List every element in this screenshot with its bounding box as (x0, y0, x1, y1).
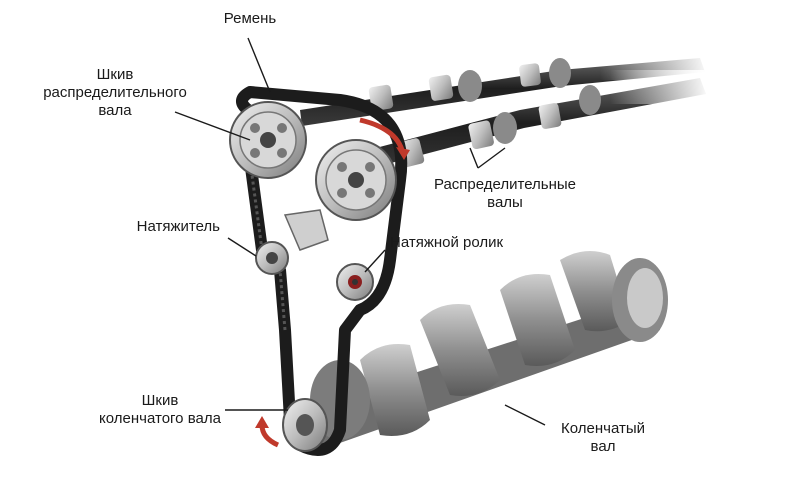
rotation-arrowhead-crankshaft (255, 416, 269, 428)
label-camshafts: Распределительные валы (433, 176, 577, 211)
idler-pulley (336, 263, 374, 301)
leader-idler (364, 249, 386, 273)
leader-crankshaft (504, 404, 546, 426)
rotation-arrow-camshaft (359, 117, 405, 151)
leader-camshafts (469, 147, 506, 169)
leader-lines (174, 37, 546, 426)
crankshaft-pulley (282, 398, 328, 452)
leader-belt (247, 37, 271, 93)
leader-cam-pulley (174, 111, 251, 141)
label-crankshaft-pulley: Шкив коленчатого вала (99, 392, 221, 427)
camshaft-pulley-right (315, 139, 397, 221)
label-crankshaft: Коленчатый вал (561, 420, 645, 455)
camshaft-pulley-left (229, 101, 307, 179)
label-camshaft-pulley: Шкив распределительного вала (43, 66, 187, 119)
label-belt: Ремень (223, 10, 277, 27)
timing-belt (236, 86, 408, 456)
rotation-arrowhead-camshaft (396, 147, 410, 160)
leader-tensioner (227, 237, 257, 257)
tensioner (255, 209, 329, 275)
label-tensioner: Натяжитель (136, 218, 220, 235)
label-idler-pulley: Натяжной ролик (390, 234, 504, 251)
crankshaft-body (300, 251, 668, 450)
